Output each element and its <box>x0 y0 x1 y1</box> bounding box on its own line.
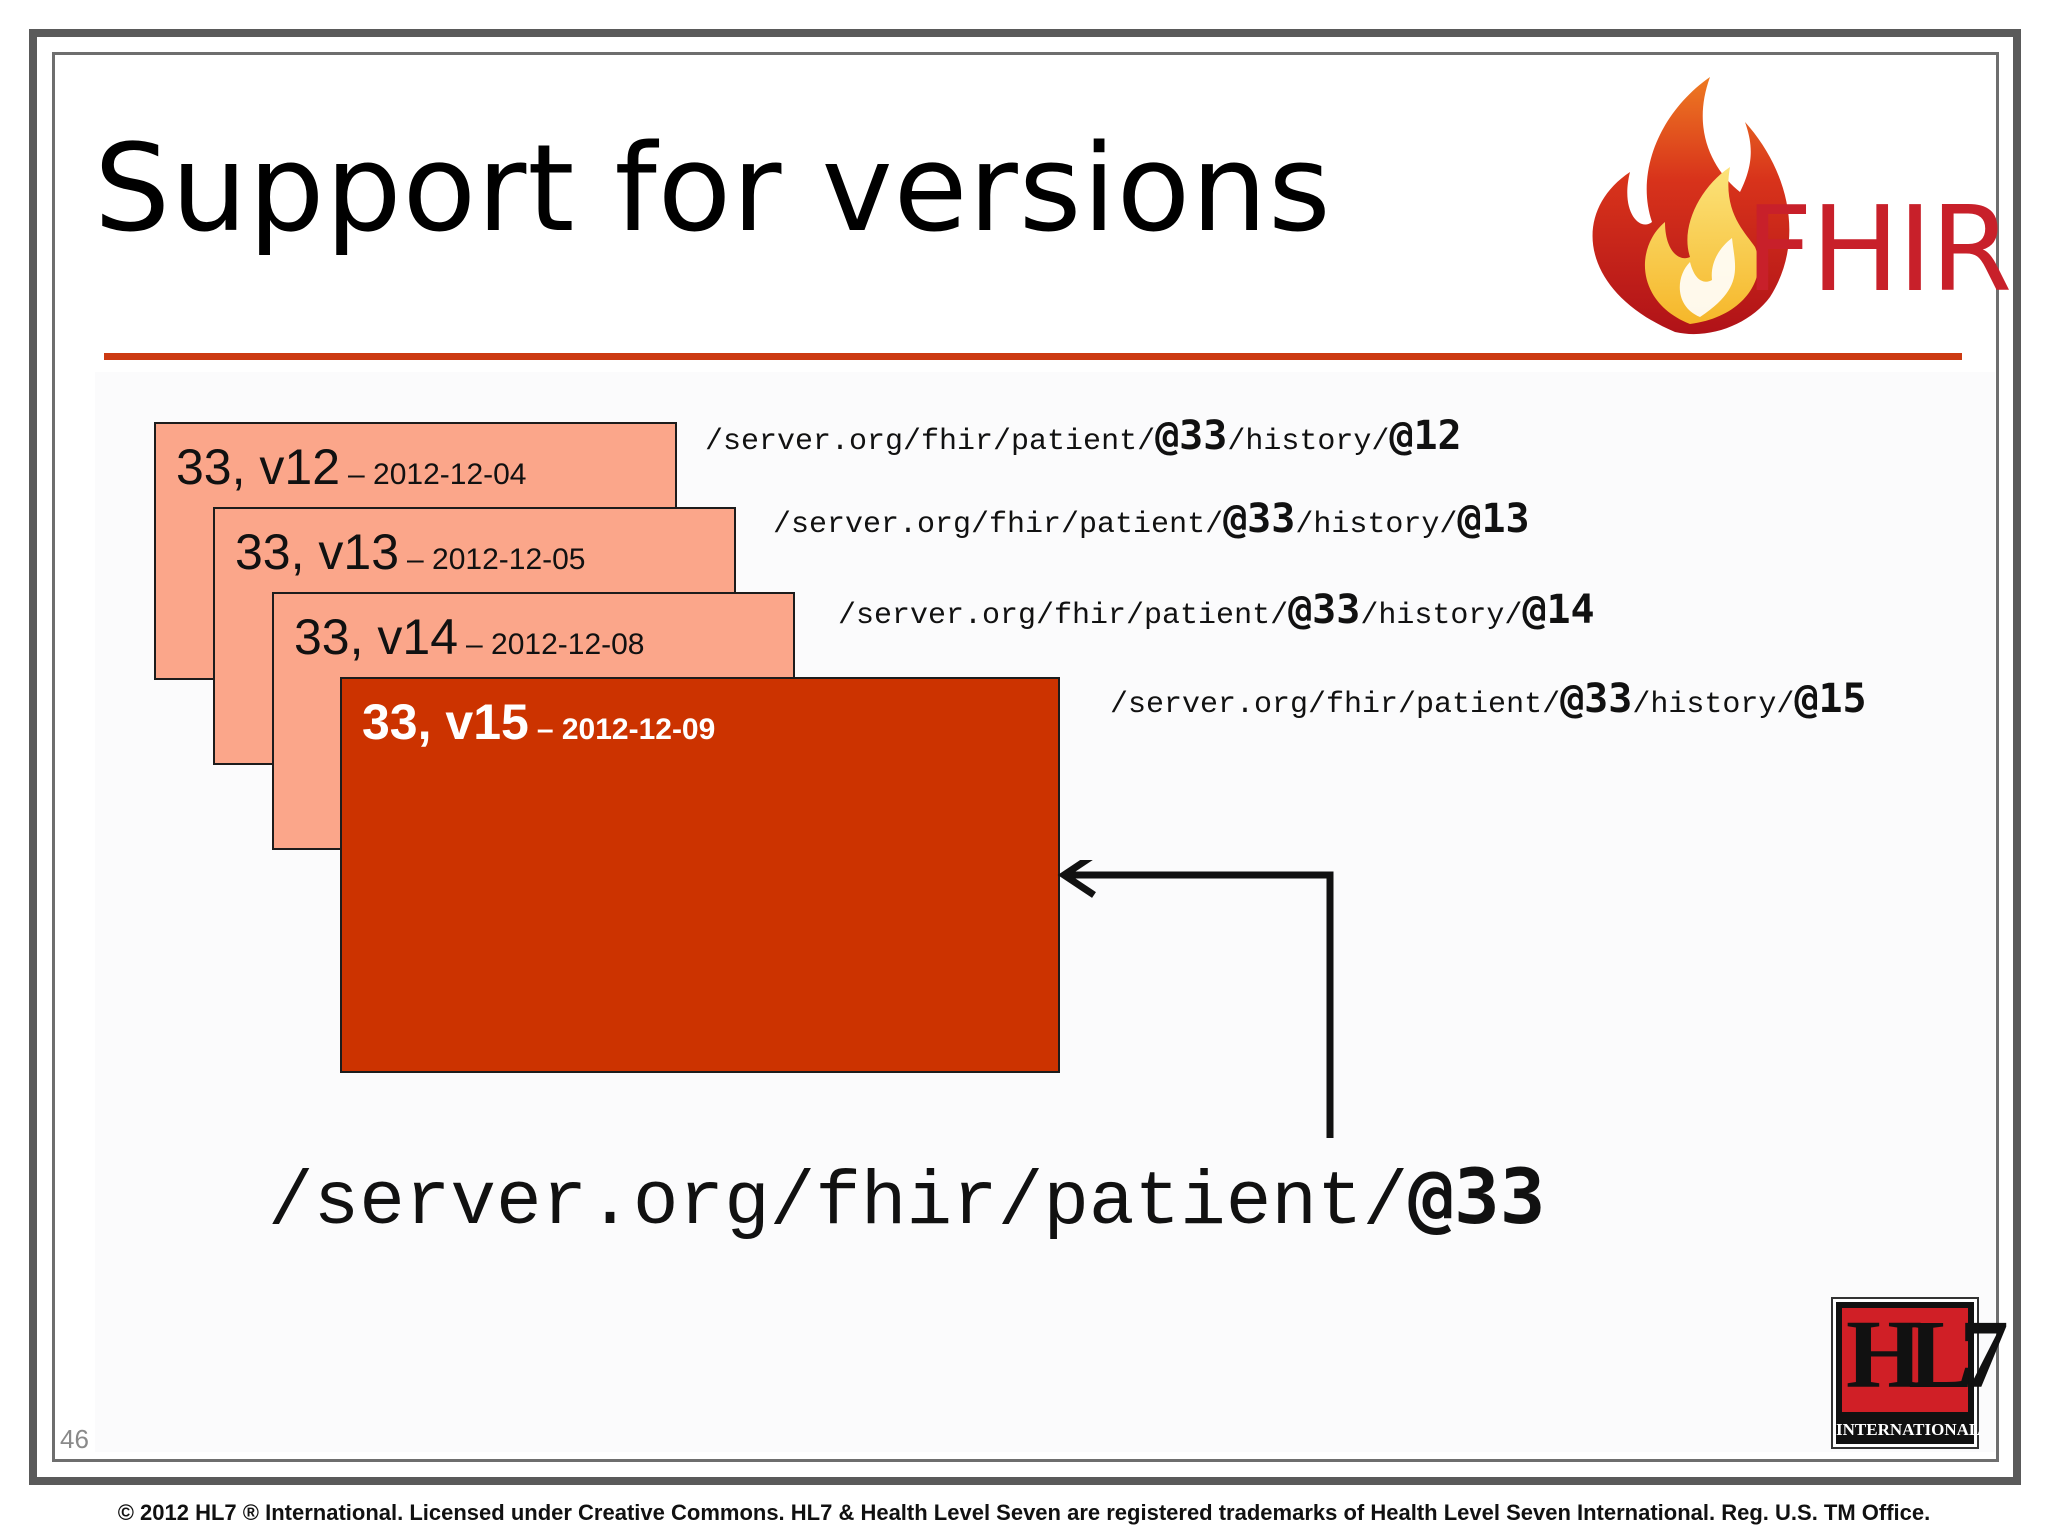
version-label: 33, v12– 2012-12-04 <box>176 438 527 496</box>
copyright-footer: © 2012 HL7 ® International. Licensed und… <box>117 1500 1931 1525</box>
fhir-wordmark: FHIR <box>1745 180 2012 318</box>
slide-title: Support for versions <box>94 120 1332 259</box>
current-resource-url: /server.org/fhir/patient/@33 <box>268 1152 1546 1246</box>
history-url-v14: /server.org/fhir/patient/@33/history/@14 <box>838 587 1595 633</box>
hl7-mark: HL7 <box>1846 1301 2009 1409</box>
version-label: 33, v13– 2012-12-05 <box>235 523 586 581</box>
history-url-v15: /server.org/fhir/patient/@33/history/@15 <box>1110 676 1867 722</box>
version-id: 33, v13 <box>235 524 400 580</box>
history-url-v12: /server.org/fhir/patient/@33/history/@12 <box>705 413 1462 459</box>
history-url-v13: /server.org/fhir/patient/@33/history/@13 <box>773 496 1530 542</box>
arrow-icon <box>1057 860 1334 1138</box>
version-id: 33, v12 <box>176 439 341 495</box>
version-date: – 2012-12-09 <box>536 713 716 746</box>
version-date: – 2012-12-05 <box>407 543 586 576</box>
fhir-logo <box>1540 62 1996 342</box>
hl7-logo: HL7 INTERNATIONAL <box>1831 1297 2009 1449</box>
version-label: 33, v15– 2012-12-09 <box>362 693 715 751</box>
fhir-flame-icon <box>1592 77 1790 335</box>
slide-number: 46 <box>60 1424 89 1454</box>
version-card-v15-current[interactable]: 33, v15– 2012-12-09 <box>340 677 1060 1073</box>
hl7-subtitle: INTERNATIONAL <box>1836 1420 1981 1439</box>
title-divider <box>104 353 1962 360</box>
version-id: 33, v14 <box>294 609 459 665</box>
version-date: – 2012-12-04 <box>348 458 527 491</box>
version-id: 33, v15 <box>362 694 529 750</box>
version-label: 33, v14– 2012-12-08 <box>294 608 645 666</box>
version-date: – 2012-12-08 <box>466 628 645 661</box>
